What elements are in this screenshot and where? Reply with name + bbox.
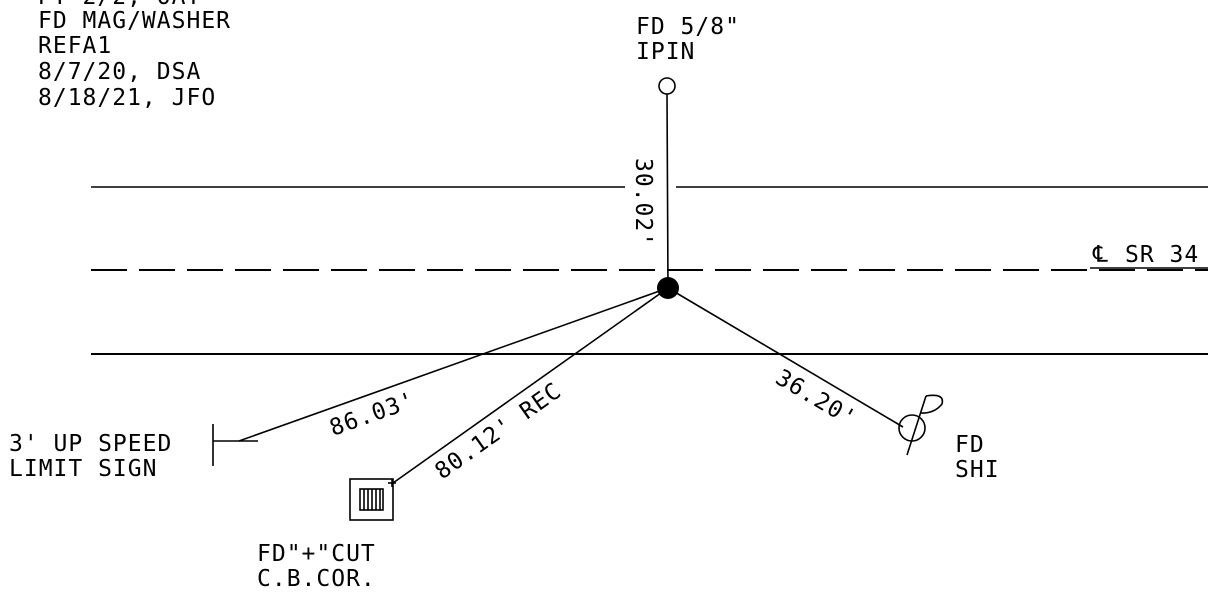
distance-west: 86.03' xyxy=(326,387,419,441)
ipin-label: FD 5/8" IPIN xyxy=(636,14,740,65)
speed-sign-label: 3' UP SPEED LIMIT SIGN xyxy=(9,431,172,482)
ipin-label-line-1: FD 5/8" xyxy=(636,14,740,40)
speed-sign-label-line-2: LIMIT SIGN xyxy=(9,456,157,482)
header-note-line-5: 8/18/21, JFO xyxy=(38,85,216,111)
centerline-symbol: ℄ xyxy=(1092,242,1109,268)
header-note: PT 2/2, OAT FD MAG/WASHER REFA1 8/7/20, … xyxy=(38,0,231,111)
header-note-line-3: REFA1 xyxy=(38,33,112,59)
ipin-symbol xyxy=(658,77,676,95)
catch-basin-label-line-2: C.B.COR. xyxy=(257,566,376,592)
hydrant-label: FD SHI xyxy=(955,432,1000,483)
catch-basin-label: FD"+"CUT C.B.COR. xyxy=(257,541,376,592)
hydrant-label-line-2: SHI xyxy=(955,457,1000,483)
hydrant-symbol xyxy=(898,394,944,456)
ipin-label-line-2: IPIN xyxy=(636,39,695,65)
header-note-line-1: PT 2/2, OAT xyxy=(38,0,201,10)
centerline-road-name: SR 34 xyxy=(1125,242,1199,268)
tie-line-north xyxy=(666,93,669,289)
tie-line-southwest xyxy=(392,287,669,484)
hydrant-label-line-1: FD xyxy=(955,432,985,458)
distance-southwest: 80.12' REC xyxy=(430,378,566,485)
tie-line-west xyxy=(238,287,669,442)
catch-basin-label-line-1: FD"+"CUT xyxy=(257,541,376,567)
centerline-label: ℄ SR 34 xyxy=(1090,242,1208,269)
distance-north: 30.02' xyxy=(630,158,656,247)
catch-basin-symbol xyxy=(349,478,396,521)
speed-sign-symbol xyxy=(212,424,258,466)
header-note-line-4: 8/7/20, DSA xyxy=(38,59,201,85)
speed-sign-label-line-1: 3' UP SPEED xyxy=(9,431,172,457)
header-note-line-2: FD MAG/WASHER xyxy=(38,8,231,34)
tie-line-southeast xyxy=(667,287,904,428)
control-point-marker xyxy=(657,277,679,299)
